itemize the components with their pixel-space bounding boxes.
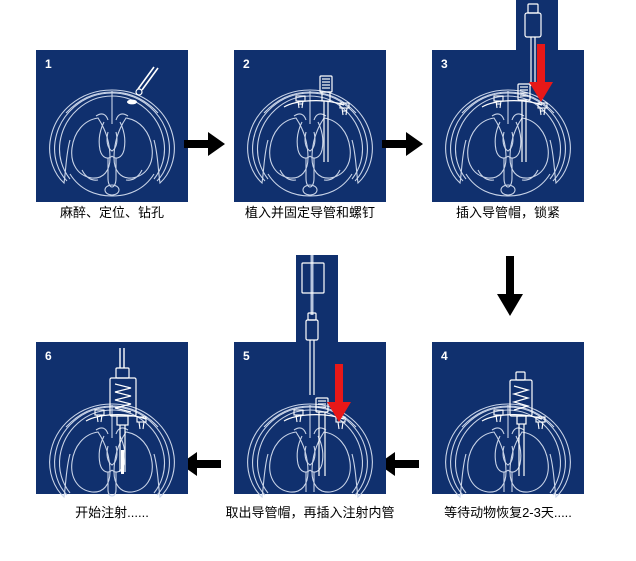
panel-3-image — [432, 3, 584, 202]
panel-6: 6 — [36, 342, 188, 499]
anchor-screw-right-icon — [136, 416, 147, 430]
brain-section-illustration-4 — [445, 371, 571, 499]
panel-1: 1 — [36, 50, 188, 202]
anchor-screw-left-icon — [293, 409, 304, 423]
panel-5-image — [234, 255, 386, 499]
guide-cannula-icon — [319, 75, 333, 162]
panel-2-number: 2 — [243, 57, 250, 71]
panel-1-caption: 麻醉、定位、钻孔 — [59, 205, 164, 220]
panel-4-image — [432, 342, 584, 499]
arrow-2-to-3 — [382, 130, 424, 158]
brain-section-illustration-6 — [49, 348, 175, 499]
arrow-4-to-5 — [376, 450, 420, 478]
panel-3-caption: 插入导管帽，锁紧 — [455, 205, 560, 220]
injection-inner-cannula-icon — [301, 255, 325, 395]
panel-5-stub — [296, 255, 338, 343]
syringe-icon — [109, 348, 137, 472]
anchor-screw-right-icon — [537, 102, 548, 116]
arrow-left-icon — [180, 452, 221, 476]
panel-4: 4 — [432, 342, 584, 499]
brain-section-illustration-3 — [445, 83, 571, 197]
arrow-right-icon — [184, 132, 225, 156]
anchor-screw-right-icon — [339, 102, 350, 116]
arrow-left-icon — [378, 452, 419, 476]
brain-section-illustration-1 — [49, 66, 175, 197]
insertion-arrow-red-3 — [529, 44, 553, 102]
anchor-screw-left-icon — [493, 409, 504, 423]
drill-bit-icon — [135, 66, 159, 96]
panel-5-caption: 取出导管帽，再插入注射内管 — [225, 505, 395, 520]
burr-hole — [127, 99, 137, 105]
anchor-screw-right-icon — [535, 416, 546, 430]
arrow-right-icon — [382, 132, 423, 156]
panel-2: 2 — [234, 50, 386, 202]
brain-section-illustration-5 — [247, 397, 373, 499]
panel-5: 5 — [234, 255, 386, 499]
anchor-screw-left-icon — [493, 95, 504, 109]
panel-3-stub — [516, 0, 558, 51]
panel-2-caption: 植入并固定导管和螺钉 — [244, 205, 375, 220]
guide-cannula-icon — [517, 83, 531, 162]
arrow-3-to-4 — [496, 256, 524, 318]
panel-3: 3 — [432, 0, 584, 202]
arrow-1-to-2 — [184, 130, 226, 158]
spring-cap-icon — [509, 371, 533, 476]
insertion-arrow-red-5 — [327, 364, 351, 422]
anchor-screw-left-icon — [94, 409, 105, 423]
arrow-5-to-6 — [178, 450, 222, 478]
arrow-down-icon — [497, 256, 523, 316]
brain-section-illustration-2 — [247, 75, 373, 197]
panel-1-number: 1 — [45, 57, 52, 71]
panel-5-number: 5 — [243, 349, 250, 363]
panel-6-caption: 开始注射...... — [75, 505, 149, 520]
panel-1-image — [36, 50, 188, 202]
panel-6-number: 6 — [45, 349, 52, 363]
panel-4-caption: 等待动物恢复2-3天..... — [444, 505, 572, 520]
anchor-screw-left-icon — [295, 95, 306, 109]
panel-4-number: 4 — [441, 349, 448, 363]
panel-3-number: 3 — [441, 57, 448, 71]
guide-cannula-icon — [315, 397, 329, 476]
dummy-cannula-cap-icon — [524, 3, 542, 86]
panel-6-image — [36, 342, 188, 499]
panel-2-image — [234, 50, 386, 202]
